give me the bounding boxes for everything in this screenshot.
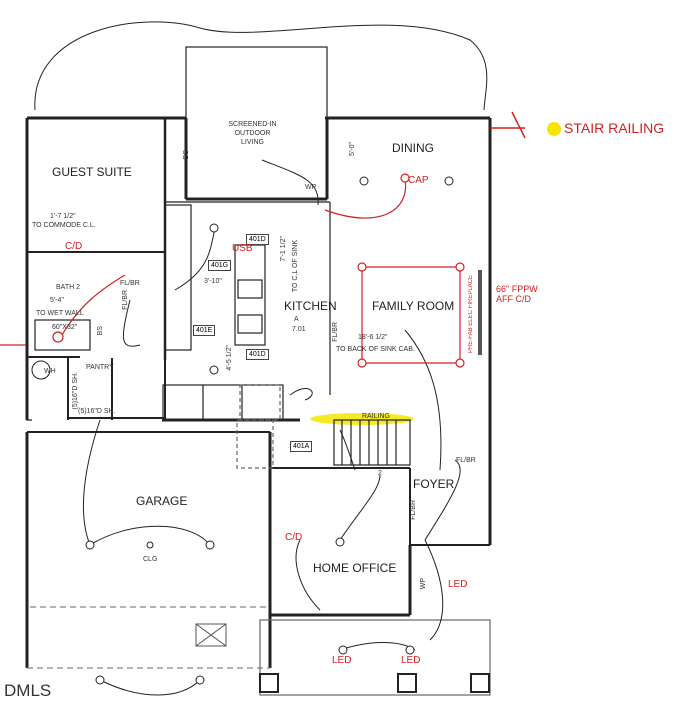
home-office-label: HOME OFFICE [313, 561, 397, 575]
dim-shower: 60"X32" [52, 324, 78, 331]
circuit-wires [34, 21, 488, 696]
flbr-label-5: FL/BR [410, 500, 417, 520]
dim-dining-5-0: 5'-0" [349, 142, 356, 156]
fppw-annotation-2: AFF C/D [496, 294, 531, 304]
cd-office-annotation: C/D [285, 532, 303, 543]
wp-label-foyer: WP [420, 578, 427, 590]
clg-label: CLG [143, 556, 158, 563]
dim-commode: 1'-7 1/2" [50, 213, 76, 220]
garage-floor-drain [195, 623, 227, 647]
tag-401d-bot: 401D [246, 349, 269, 360]
family-room-label: FAMILY ROOM [372, 299, 455, 313]
dim-shelf-1: (5)16"D SH. [72, 372, 79, 410]
foyer-label: FOYER [413, 477, 455, 491]
kitchen-label: KITCHEN [284, 299, 337, 313]
railing-label: RAILING [362, 413, 391, 420]
dim-to-commode: TO COMMODE C.L. [32, 222, 96, 229]
dim-kitchen-3-10: 3'-10" [204, 278, 222, 285]
led-porch-annotation-2: LED [401, 655, 421, 666]
red-fixtures [357, 173, 465, 368]
guest-suite-label: GUEST SUITE [52, 165, 132, 179]
flbr-label-3: FL/BR [332, 322, 339, 342]
flbr-label-2: FL/BR [122, 290, 129, 310]
garage-label: GARAGE [136, 494, 188, 508]
light-fixtures [31, 176, 454, 685]
wp-label-porch: WP [305, 184, 317, 191]
flbr-label-4: FL/BR [456, 457, 476, 464]
water-heater-label: WH [44, 368, 56, 375]
stair-railing-annotation: STAIR RAILING [564, 120, 665, 136]
led-foyer-annotation: LED [448, 579, 468, 590]
pantry-label: PANTRY [86, 364, 114, 371]
dmls-watermark: DMLS [4, 681, 52, 700]
bath2-label: BATH 2 [56, 284, 80, 291]
dim-kitchen-7-1: 7'-1 1/2" [280, 236, 287, 262]
dim-to-cl-sink: TO C.L OF SINK [292, 240, 299, 293]
cap-annotation: CAP [408, 175, 429, 186]
dining-label: DINING [392, 141, 434, 155]
section-a-letter: A [294, 316, 299, 323]
screened-porch-label: SCREENED-IN OUTDOOR LIVING [228, 121, 277, 147]
usb-annotation: USB [232, 243, 253, 254]
tag-401e: 401E [193, 325, 216, 336]
dim-shelf-2: (5)16"D SH. [78, 408, 116, 415]
flbr-label-1: FL/BR [120, 280, 140, 287]
led-porch-annotation-1: LED [332, 655, 352, 666]
stair-railing-leader [490, 111, 526, 139]
dim-to-back-sink: TO BACK OF SINK CAB. [336, 346, 415, 353]
dim-to-wet-wall: TO WET WALL [36, 310, 84, 317]
section-a-sheet: 7.01 [292, 326, 306, 333]
red-circuit [0, 179, 461, 364]
dim-kitchen-4-5: 4'-5 1/2" [226, 345, 233, 371]
railing-highlight [310, 413, 414, 425]
cd-bath-annotation: C/D [65, 241, 83, 252]
tag-401g: 401G [208, 260, 232, 271]
stair-up-label: 2 [378, 470, 382, 477]
bs-label-2: BS [97, 326, 104, 336]
dim-fam-18-6: 18'-6 1/2" [358, 334, 388, 341]
walls [25, 46, 492, 696]
tag-401a: 401A [290, 441, 313, 452]
fireplace-label: PRE-FAB ELEC FIREPLACE [468, 275, 474, 354]
fppw-annotation-1: 66" FPPW [496, 284, 538, 294]
dim-bath-5-4: 5'-4" [50, 297, 64, 304]
bs-label-1: BS [183, 150, 190, 160]
tag-401d-top: 401D [246, 234, 269, 245]
stair-railing-bullet [547, 122, 561, 136]
